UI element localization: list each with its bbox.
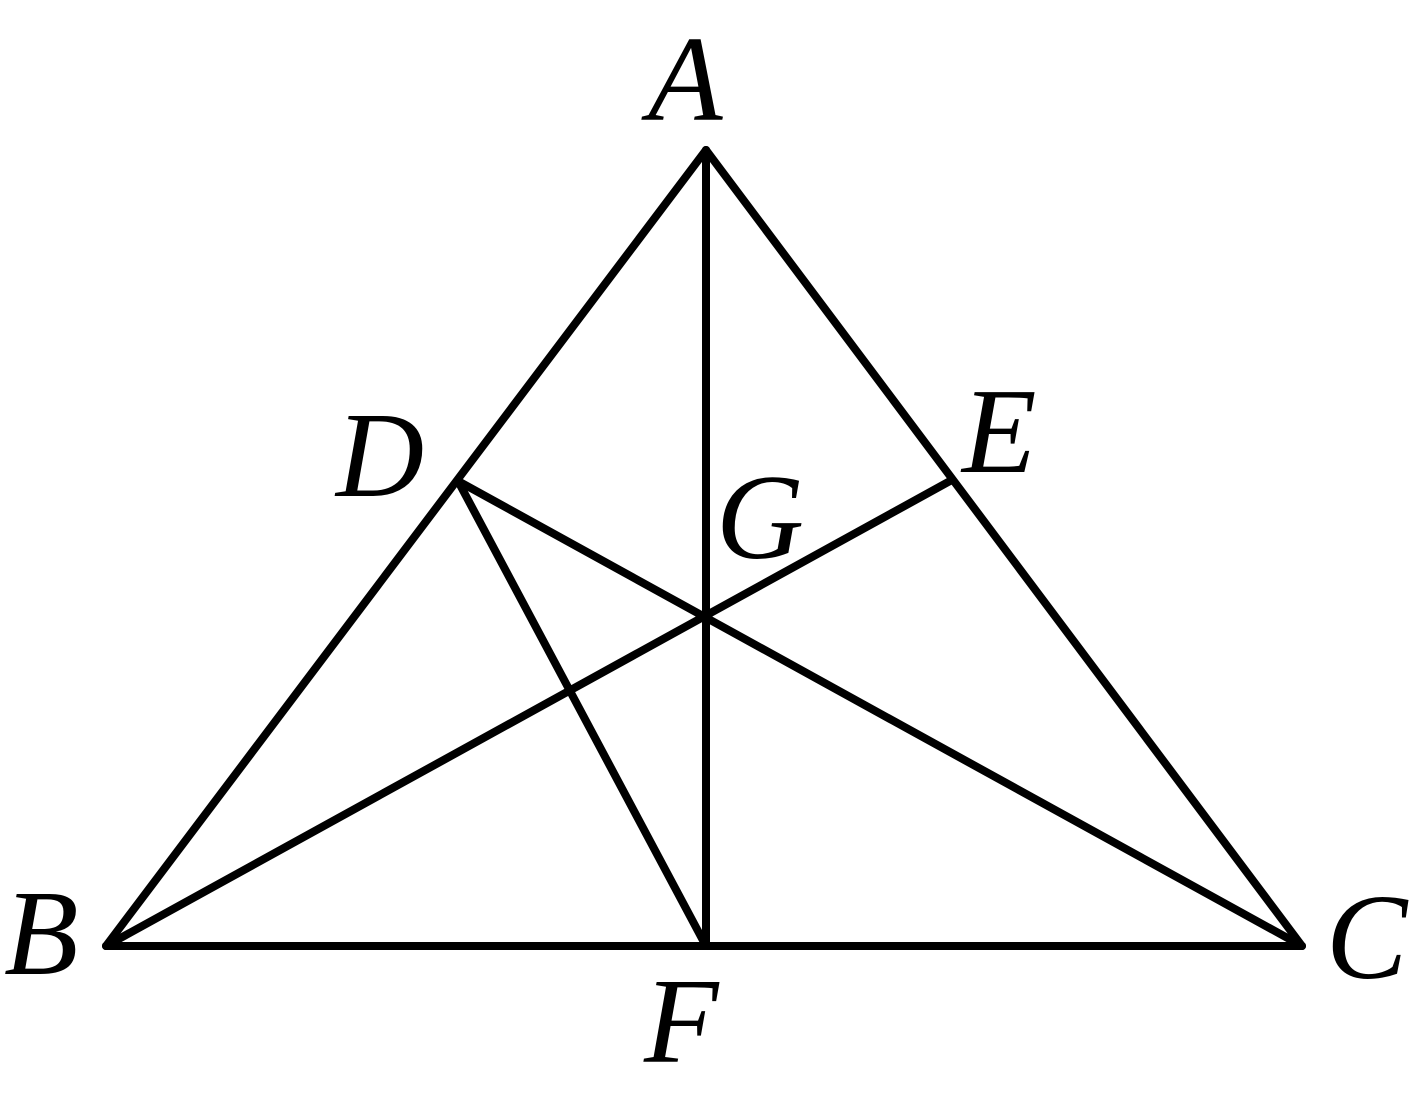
segment-BE <box>102 477 954 950</box>
label-A: A <box>641 12 723 147</box>
diagram-segments <box>102 146 1306 950</box>
segment-AC <box>702 146 1306 950</box>
label-G: G <box>716 450 804 585</box>
segment-CD <box>454 477 1306 950</box>
diagram-labels: A B C D E F G <box>4 12 1409 1089</box>
label-C: C <box>1326 870 1409 1005</box>
label-F: F <box>643 954 720 1089</box>
label-B: B <box>4 866 79 1001</box>
label-D: D <box>334 388 424 523</box>
segment-DF <box>454 477 710 950</box>
segment-AB <box>102 146 710 950</box>
label-E: E <box>960 364 1037 499</box>
